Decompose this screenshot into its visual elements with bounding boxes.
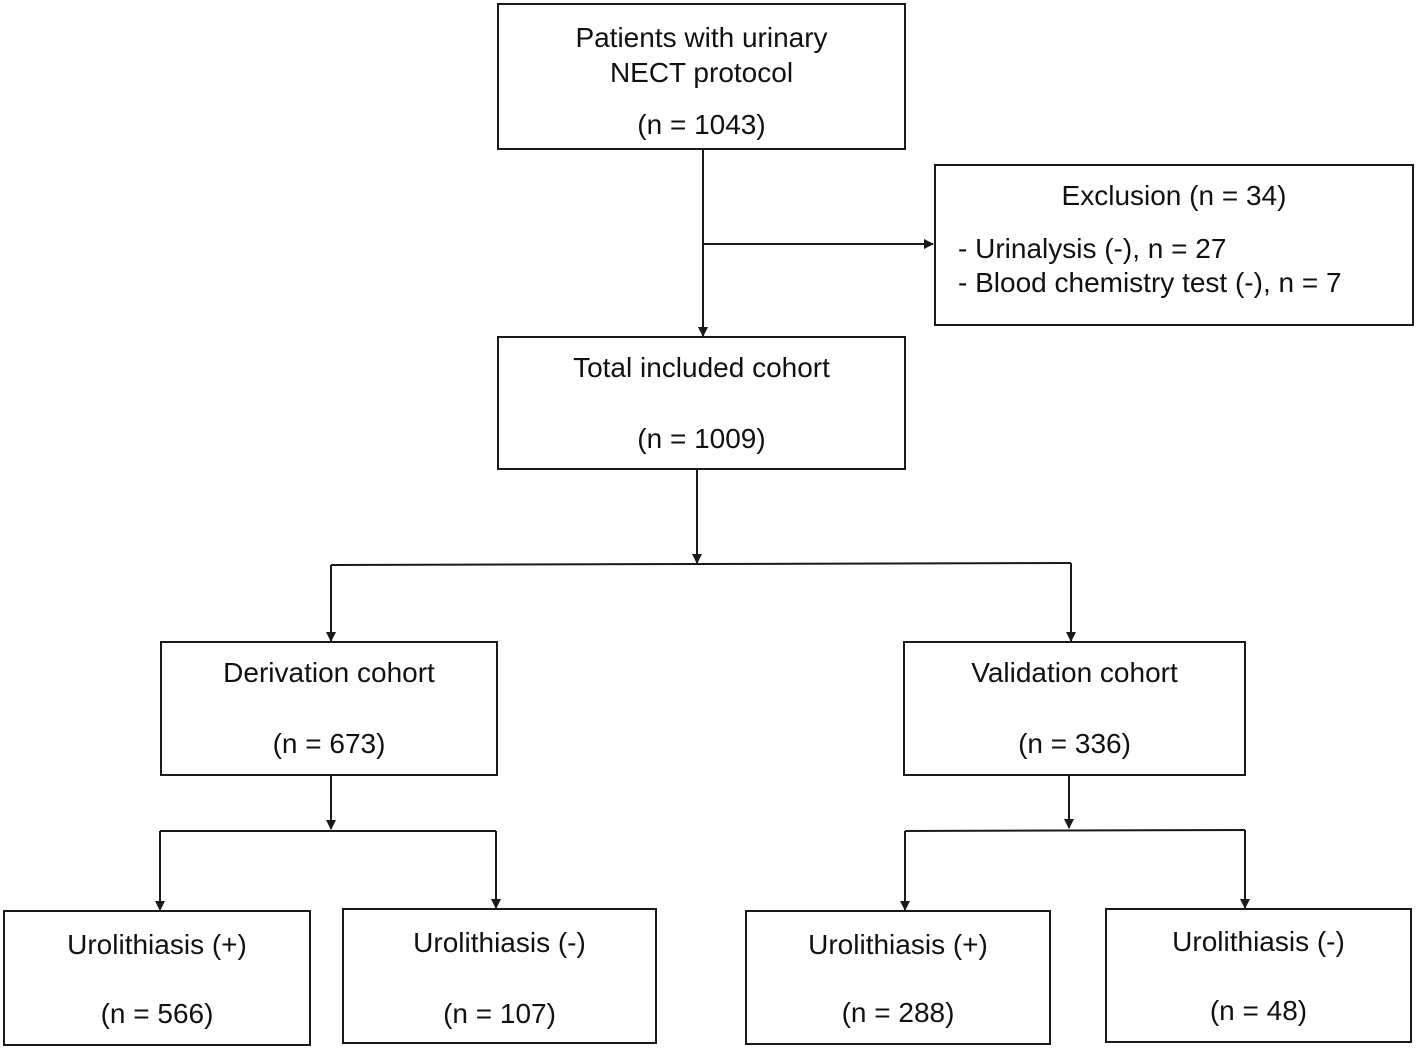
included-title: Total included cohort: [573, 352, 830, 383]
validation-title: Validation cohort: [971, 657, 1178, 688]
validation-negative-box: Urolithiasis (-) (n = 48): [1105, 908, 1412, 1043]
screening-box: Patients with urinary NECT protocol (n =…: [497, 3, 906, 150]
split-line-main: [330, 562, 1072, 566]
screening-line-2: NECT protocol: [609, 57, 794, 88]
screening-count: (n = 1043): [637, 109, 766, 140]
validation-negative-title: Urolithiasis (-): [1172, 926, 1345, 957]
validation-count: (n = 336): [1018, 728, 1131, 759]
derivation-negative-box: Urolithiasis (-) (n = 107): [342, 908, 657, 1044]
split-line-validation: [904, 829, 1246, 832]
exclusion-item-urinalysis: - Urinalysis (-), n = 27: [958, 233, 1227, 264]
derivation-negative-count: (n = 107): [443, 998, 556, 1029]
derivation-count: (n = 673): [272, 728, 386, 759]
validation-positive-title: Urolithiasis (+): [808, 929, 988, 960]
validation-positive-count: (n = 288): [841, 997, 955, 1028]
exclusion-title: Exclusion (n = 34): [1061, 180, 1287, 211]
validation-positive-box: Urolithiasis (+) (n = 288): [745, 910, 1051, 1045]
derivation-positive-count: (n = 566): [100, 998, 214, 1029]
included-box: Total included cohort (n = 1009): [497, 336, 906, 470]
exclusion-item-blood-chemistry: - Blood chemistry test (-), n = 7: [958, 267, 1342, 298]
included-count: (n = 1009): [637, 423, 766, 454]
derivation-positive-title: Urolithiasis (+): [67, 929, 247, 960]
validation-negative-count: (n = 48): [1209, 995, 1308, 1026]
validation-box: Validation cohort (n = 336): [903, 641, 1246, 776]
derivation-title: Derivation cohort: [223, 657, 435, 688]
screening-line-1: Patients with urinary: [575, 22, 828, 53]
derivation-box: Derivation cohort (n = 673): [160, 641, 498, 776]
derivation-positive-box: Urolithiasis (+) (n = 566): [3, 910, 311, 1046]
derivation-negative-title: Urolithiasis (-): [413, 927, 586, 958]
exclusion-box: Exclusion (n = 34) - Urinalysis (-), n =…: [934, 164, 1414, 326]
